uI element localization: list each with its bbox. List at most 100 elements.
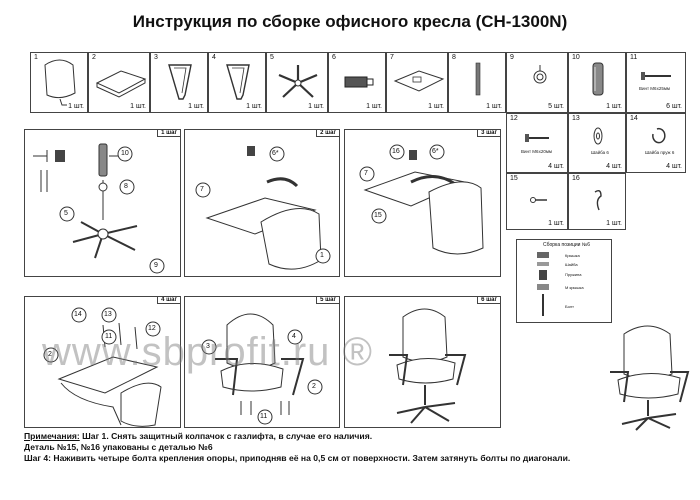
step-2-panel: 2 шаг 6* 7 1 [184,129,340,277]
part-cell-2: 2 1 шт. [88,52,150,113]
armrest-left-icon [168,64,192,100]
detail-box: Сборка позиции №6 Крышка Шайба Пружина М… [516,239,612,323]
part-quantity: 5 шт. [548,103,564,110]
callout-label: 4 [292,333,296,340]
part-quantity: 1 шт. [246,103,262,110]
part-quantity: 6 шт. [666,103,682,110]
part-quantity: 1 шт. [366,103,382,110]
part-description: Шайба пруж 6 [645,150,675,155]
step-6-panel: 6 шаг [344,296,501,428]
note-text: Шаг 1. Снять защитный колпачок с газлифт… [79,431,373,441]
part-number: 5 [270,54,274,61]
callout-label: 11 [105,333,113,340]
callout-label: 10 [121,150,129,157]
part-number: 2 [92,54,96,61]
part-quantity: 1 шт. [428,103,444,110]
part-number: 14 [630,115,638,122]
step-2-illustration [195,146,331,270]
callout-label: 6* [432,148,439,155]
step-label: 3 шаг [477,130,500,137]
armrest-right-icon [226,64,250,100]
callout-label: 8 [124,183,128,190]
part-cell-6: 6 1 шт. [328,52,386,113]
part-number: 9 [510,54,514,61]
pin-icon [530,197,547,203]
mechanism-icon [344,76,374,88]
part-quantity: 1 шт. [308,103,324,110]
detail-label: Шайба [565,262,578,267]
callout-label: 7 [200,186,204,193]
seat-icon [95,70,147,98]
callout-label: 11 [260,413,268,420]
part-number: 6 [332,54,336,61]
detail-label: Болт [565,304,574,309]
part-cell-1: 1 1 шт. [30,52,88,113]
part-cell-12: 12 Винт М6х20мм 4 шт. [506,113,568,173]
part-quantity: 1 шт. [606,220,622,227]
part-number: 11 [630,54,638,61]
part-cell-11: 11 Винт М6х25мм 6 шт. [626,52,686,113]
part-cell-8: 8 1 шт. [448,52,506,113]
part-description: Винт М6х25мм [639,86,671,91]
step-3-illustration [359,144,484,255]
part-quantity: 4 шт. [548,163,564,170]
page-title: Инструкция по сборке офисного кресла (CH… [132,12,568,31]
part-quantity: 1 шт. [486,103,502,110]
callout-label: 1 [320,252,324,259]
part-cell-16: 16 1 шт. [568,173,626,230]
part-cell-13: 13 Шайба 6 4 шт. [568,113,626,173]
part-number: 4 [212,54,216,61]
part-cell-4: 4 1 шт. [208,52,266,113]
detail-illustration [537,252,549,316]
step-label: 6 шаг [477,297,500,304]
callout-label: 2 [48,351,52,358]
callout-label: 3 [206,343,210,350]
part-cell-15: 15 1 шт. [506,173,568,230]
part-cell-7: 7 1 шт. [386,52,448,113]
caster-icon [533,65,547,84]
part-number: 16 [572,175,580,182]
callout-label: 15 [374,212,382,219]
callout-label: 12 [148,325,156,332]
notes-block: Примечания: Шаг 1. Снять защитный колпач… [24,431,694,464]
step-1-panel: 1 шаг 10 8 5 9 [24,129,181,277]
part-quantity: 4 шт. [666,163,682,170]
step-3-panel: 3 шаг 16 6* 7 15 [344,129,501,277]
callout-label: 7 [364,170,368,177]
bolt-icon [641,72,671,80]
part-quantity: 1 шт. [130,103,146,110]
part-number: 8 [452,54,456,61]
step-label: 1 шаг [157,130,180,137]
part-number: 3 [154,54,158,61]
callout-label: 13 [104,311,112,318]
part-quantity: 4 шт. [606,163,622,170]
washer-icon [593,127,603,145]
note-line-3: Шаг 4: Наживить четыре болта крепления о… [24,453,571,463]
step-4-illustration [43,307,162,427]
gaslift-icon [475,62,481,96]
step-5-illustration [201,313,323,425]
part-quantity: 1 шт. [606,103,622,110]
step-1-illustration [33,143,165,274]
note-line-1: Примечания: Шаг 1. Снять защитный колпач… [24,431,694,442]
spring-washer-icon [652,127,666,144]
part-number: 7 [390,54,394,61]
backrest-icon [44,59,76,106]
base-icon [278,65,318,98]
step-label: 4 шаг [157,297,180,304]
part-description: Винт М6х20мм [521,149,553,154]
gaslift-cover-icon [592,62,604,96]
step-label: 5 шаг [316,297,339,304]
callout-label: 2 [312,383,316,390]
part-number: 13 [572,115,580,122]
detail-label: Пружина [565,272,582,277]
step-5-panel: 5 шаг 3 4 2 11 [184,296,340,428]
detail-title: Сборка позиции №6 [543,242,591,248]
notes-label: Примечания: [24,431,80,441]
part-quantity: 1 шт. [188,103,204,110]
part-description: Шайба 6 [591,150,609,155]
part-cell-14: 14 Шайба пруж 6 4 шт. [626,113,686,173]
callout-label: 14 [74,311,82,318]
part-number: 10 [572,54,580,61]
callout-label: 9 [154,262,158,269]
